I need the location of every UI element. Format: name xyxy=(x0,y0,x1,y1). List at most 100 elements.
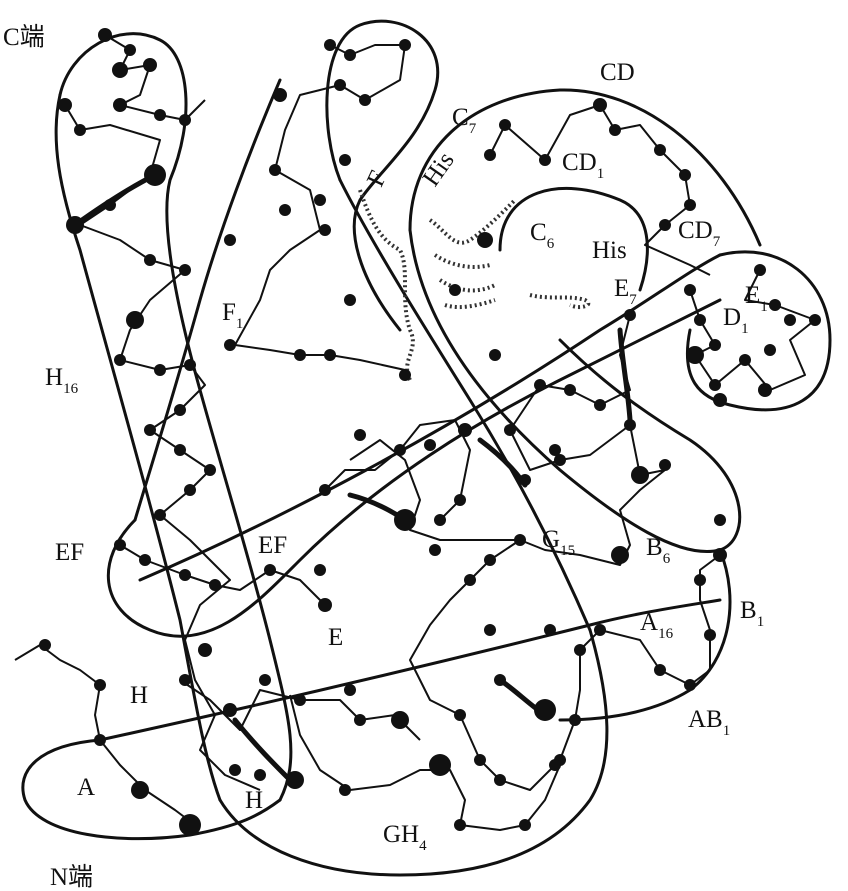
residue-dot xyxy=(454,819,466,831)
residue-dot xyxy=(399,39,411,51)
residue-dot xyxy=(694,574,706,586)
residue-dot xyxy=(94,734,106,746)
residue-dot xyxy=(174,444,186,456)
residue-dot xyxy=(126,311,144,329)
residue-dot xyxy=(784,314,796,326)
tube-h-helix-left xyxy=(54,93,222,802)
residue-dot xyxy=(684,284,696,296)
residue-dot xyxy=(684,199,696,211)
residue-dot xyxy=(223,703,237,717)
label-h-left: H xyxy=(130,682,148,709)
residue-dot xyxy=(429,544,441,556)
backbone-tubes xyxy=(21,19,832,877)
residue-dot xyxy=(549,759,561,771)
residue-dot xyxy=(659,219,671,231)
residue-dot xyxy=(713,548,727,562)
chain-f-segment xyxy=(234,44,406,371)
residue-dot xyxy=(184,484,196,496)
label-ef-left: EF xyxy=(55,539,84,566)
residue-dot xyxy=(458,423,472,437)
residue-dot xyxy=(594,399,606,411)
residue-dot xyxy=(229,764,241,776)
residue-dot xyxy=(344,684,356,696)
tube-d-loop xyxy=(685,250,832,412)
residue-dot xyxy=(112,62,128,78)
residue-dot xyxy=(554,454,566,466)
bond-h2 xyxy=(232,717,293,783)
residue-dot xyxy=(434,514,446,526)
residue-dot xyxy=(324,349,336,361)
residue-dot xyxy=(359,94,371,106)
residue-dot xyxy=(534,699,556,721)
label-b6: B6 xyxy=(646,534,671,567)
residue-dot xyxy=(179,114,191,126)
residue-dot xyxy=(204,464,216,476)
residue-dot xyxy=(143,58,157,72)
heme-group xyxy=(358,189,591,381)
residue-dot xyxy=(654,664,666,676)
heme-right xyxy=(529,293,591,310)
residue-dot xyxy=(494,674,506,686)
residue-dot xyxy=(144,424,156,436)
residue-dot xyxy=(504,424,516,436)
residue-dot xyxy=(144,254,156,266)
residue-dot xyxy=(624,419,636,431)
chain-cd-segment xyxy=(489,104,711,276)
residue-dot xyxy=(179,814,201,836)
residue-dot xyxy=(124,44,136,56)
residue-dot xyxy=(484,149,496,161)
residue-dot xyxy=(454,709,466,721)
residue-dot xyxy=(574,644,586,656)
residue-dot xyxy=(394,509,416,531)
residue-dot xyxy=(318,598,332,612)
residue-dot xyxy=(464,574,476,586)
residue-dot xyxy=(344,294,356,306)
tube-a-helix xyxy=(98,598,722,742)
residue-dot xyxy=(391,711,409,729)
residue-dot xyxy=(593,98,607,112)
residue-dot xyxy=(269,164,281,176)
label-e7: E7 xyxy=(614,275,637,308)
residue-dot xyxy=(198,643,212,657)
residue-dot xyxy=(549,444,561,456)
bond-h1 xyxy=(72,172,158,228)
residue-dot xyxy=(58,98,72,112)
residue-dot xyxy=(686,346,704,364)
residue-dot xyxy=(74,124,86,136)
tube-h-helix-right xyxy=(58,32,293,802)
residue-dot xyxy=(209,579,221,591)
tube-f-helix xyxy=(133,78,282,522)
tube-e-helix xyxy=(138,253,722,582)
chain-gh-segment xyxy=(289,694,561,831)
label-a16: A16 xyxy=(640,609,674,642)
residue-dot xyxy=(709,339,721,351)
residue-dot xyxy=(324,39,336,51)
label-b1: B1 xyxy=(740,597,764,630)
residue-dot xyxy=(294,694,306,706)
residue-dot xyxy=(489,349,501,361)
chain-h-segment xyxy=(64,104,261,791)
heme-core xyxy=(428,198,517,310)
chain-n-terminal xyxy=(14,644,196,826)
residue-dot xyxy=(319,484,331,496)
residue-dot xyxy=(454,494,466,506)
label-cd: CD xyxy=(600,59,635,86)
label-c7: C7 xyxy=(452,104,477,137)
label-h-bottom: H xyxy=(245,787,263,814)
residue-dot xyxy=(154,364,166,376)
residue-dot xyxy=(694,314,706,326)
residue-dot xyxy=(39,639,51,651)
residue-dot xyxy=(754,264,766,276)
residue-dot xyxy=(654,144,666,156)
residue-dot xyxy=(394,444,406,456)
chain-ef-segment xyxy=(119,544,331,611)
residue-dot xyxy=(514,534,526,546)
label-ef-mid: EF xyxy=(258,532,287,559)
label-c-terminal: C端 xyxy=(3,23,45,51)
residue-dot xyxy=(339,154,351,166)
residue-dot xyxy=(534,379,546,391)
residue-dot xyxy=(519,474,531,486)
residue-dot xyxy=(429,754,451,776)
residue-dot xyxy=(609,124,621,136)
